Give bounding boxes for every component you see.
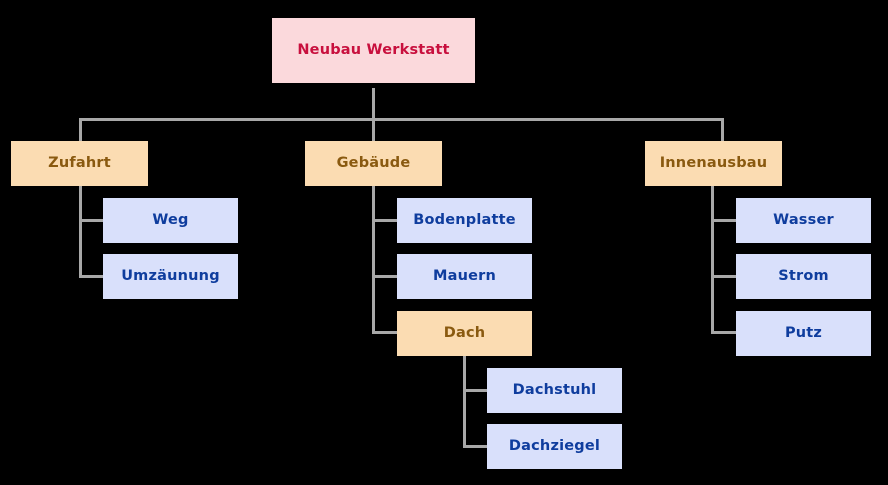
connector-root-stem	[372, 88, 375, 120]
connector-root-to-zufahrt	[79, 118, 82, 143]
connector-innenausbau-to-wasser	[711, 219, 737, 222]
node-mauern[interactable]: Mauern	[397, 254, 532, 299]
connector-innenausbau-to-strom	[711, 275, 737, 278]
connector-dach-to-dachziegel	[463, 445, 489, 448]
node-neubau-werkstatt[interactable]: Neubau Werkstatt	[272, 18, 475, 83]
connector-dach-spine	[463, 356, 466, 448]
connector-innenausbau-spine	[711, 186, 714, 334]
node-wasser[interactable]: Wasser	[736, 198, 871, 243]
node-umzaeunung[interactable]: Umzäunung	[103, 254, 238, 299]
connector-root-to-gebaeude	[372, 118, 375, 143]
connector-gebaeude-to-mauern	[372, 275, 398, 278]
node-gebaeude[interactable]: Gebäude	[305, 141, 442, 186]
connector-zufahrt-to-weg	[79, 219, 105, 222]
connector-gebaeude-spine	[372, 186, 375, 334]
node-dachstuhl[interactable]: Dachstuhl	[487, 368, 622, 413]
node-innenausbau[interactable]: Innenausbau	[645, 141, 782, 186]
connector-gebaeude-to-bodenplatte	[372, 219, 398, 222]
connector-gebaeude-to-dach	[372, 331, 398, 334]
node-dach[interactable]: Dach	[397, 311, 532, 356]
connector-root-to-innenausbau	[721, 118, 724, 143]
connector-dach-to-dachstuhl	[463, 389, 489, 392]
node-strom[interactable]: Strom	[736, 254, 871, 299]
node-dachziegel[interactable]: Dachziegel	[487, 424, 622, 469]
node-weg[interactable]: Weg	[103, 198, 238, 243]
node-zufahrt[interactable]: Zufahrt	[11, 141, 148, 186]
connector-zufahrt-spine	[79, 186, 82, 278]
connector-zufahrt-to-umzaeunung	[79, 275, 105, 278]
connector-innenausbau-to-putz	[711, 331, 737, 334]
node-putz[interactable]: Putz	[736, 311, 871, 356]
node-bodenplatte[interactable]: Bodenplatte	[397, 198, 532, 243]
connector-root-bus	[79, 118, 724, 121]
